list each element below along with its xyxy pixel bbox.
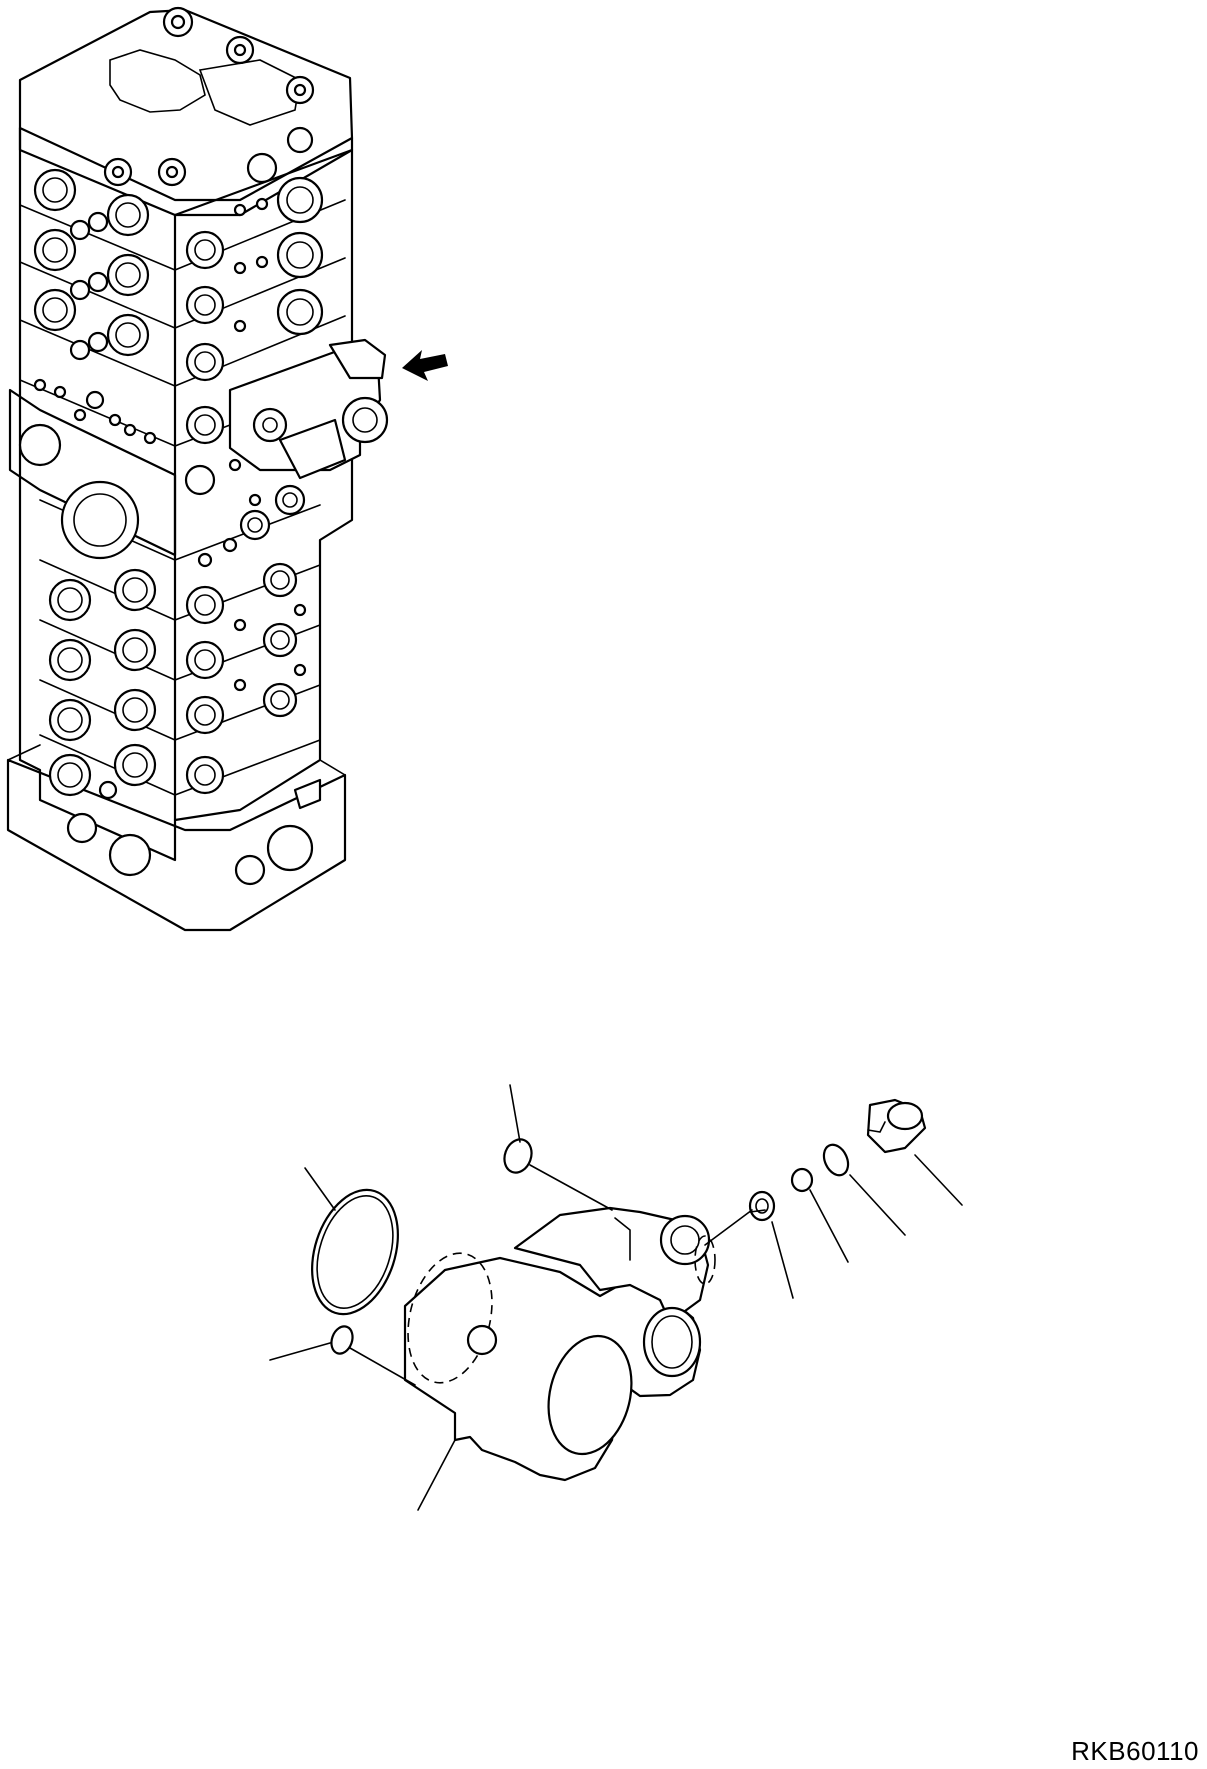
spacer-ring	[748, 1190, 776, 1222]
o-ring-small-bottom	[330, 1325, 354, 1355]
leader-lines	[269, 1084, 963, 1511]
valve-middle-flange	[8, 388, 177, 557]
valve-top-cover	[18, 6, 354, 217]
control-valve-assembly	[6, 6, 389, 932]
plug	[866, 1098, 927, 1154]
exploded-parts-group	[269, 1084, 963, 1511]
valve-block-body	[403, 1206, 716, 1482]
small-seal-ball	[790, 1167, 814, 1193]
o-ring-large	[311, 1188, 399, 1316]
location-arrow-icon	[402, 350, 448, 381]
small-seal-washer	[822, 1143, 850, 1177]
valve-bottom-end-plate	[6, 758, 347, 932]
drawing-code: RKB60110	[1071, 1736, 1199, 1766]
valve-ports-left	[33, 168, 157, 800]
o-ring-small-top	[503, 1138, 533, 1174]
highlighted-valve-block	[228, 338, 389, 480]
valve-body-left-face	[18, 126, 177, 862]
valve-body-right-face	[173, 148, 354, 822]
valve-ports-right	[184, 176, 324, 810]
